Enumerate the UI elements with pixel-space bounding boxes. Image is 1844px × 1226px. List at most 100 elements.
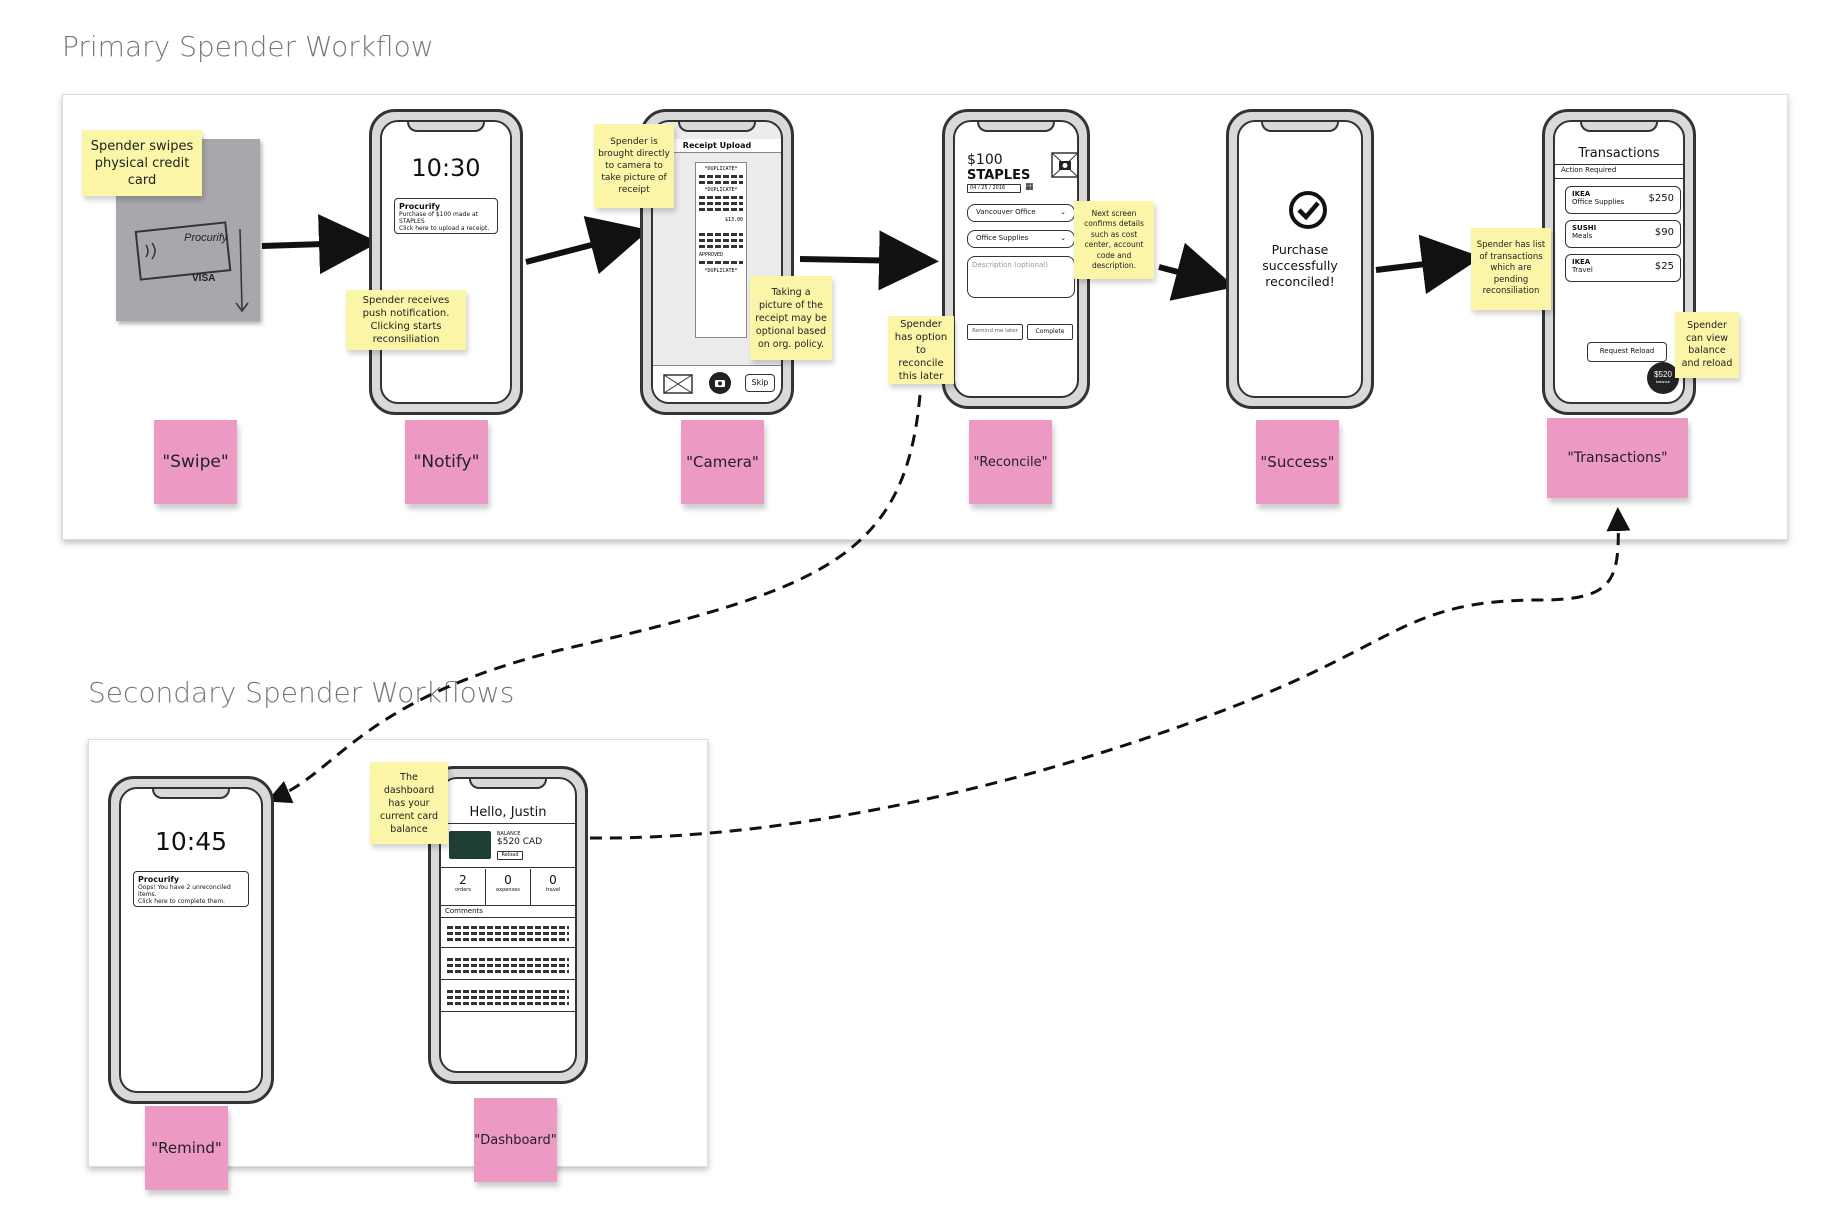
- success-message: Purchase successfully reconciled!: [1262, 242, 1338, 289]
- add-photo-icon[interactable]: [1051, 152, 1079, 178]
- dashed-dashboard-to-transactions: [589, 507, 1631, 840]
- arrow-camera-to-reconcile: [799, 230, 939, 291]
- category-select-value: Office Supplies: [976, 234, 1029, 242]
- dashboard-greeting: Hello, Justin: [469, 805, 547, 820]
- balance-bubble-amount: $520: [1654, 370, 1672, 379]
- receipt-dup1: *DUPLICATE*: [704, 166, 738, 172]
- camera-top-sticky-note: Spender is brought directly to camera to…: [594, 124, 674, 208]
- camera-title: Receipt Upload: [653, 139, 781, 153]
- complete-button[interactable]: Complete: [1027, 324, 1073, 340]
- office-chevron-down-icon: ⌄: [1060, 208, 1066, 216]
- camera-bottom-sticky-note: Taking a picture of the receipt may be o…: [750, 276, 832, 360]
- checkmark-circle-icon: [1289, 191, 1327, 229]
- notify-app-name: Procurify: [399, 202, 441, 211]
- remind-later-button[interactable]: Remind me later: [967, 324, 1023, 340]
- notify-label: "Notify": [405, 420, 488, 504]
- stat-travel[interactable]: 0 travel: [531, 869, 575, 905]
- notify-notification[interactable]: Procurify Purchase of $100 made at STAPL…: [394, 198, 498, 234]
- secondary-workflow-title: Secondary Spender Workflows: [88, 676, 515, 709]
- transactions-right-sticky-note: Spender can view balance and reload: [1675, 312, 1739, 378]
- transaction-item[interactable]: SUSHI Meals $90: [1565, 220, 1681, 248]
- dashboard-reload-button[interactable]: Reload: [497, 851, 523, 860]
- arrow-success-to-transactions: [1375, 234, 1482, 295]
- stat-value: 0: [549, 873, 557, 887]
- capture-camera-icon[interactable]: [709, 372, 731, 394]
- dashboard-stats: 2 orders 0 expenses 0 travel: [441, 869, 575, 905]
- receipt-dup3: *DUPLICATE*: [704, 268, 738, 274]
- comment-item: [447, 955, 569, 976]
- dashed-reconcile-to-remind: [266, 394, 922, 804]
- skip-button[interactable]: Skip: [745, 374, 775, 392]
- credit-card-sketch-icon: Procurify VISA: [134, 221, 249, 313]
- dashboard-label: "Dashboard": [474, 1098, 557, 1182]
- dashboard-phone: Hello, Justin BALANCE $520 CAD Reload 2 …: [428, 766, 588, 1084]
- transactions-subtitle: Action Required: [1561, 166, 1617, 174]
- receipt-approved: APPROVED: [699, 252, 724, 258]
- arrow-swipe-to-notify: [261, 214, 379, 275]
- receipt-dup2: *DUPLICATE*: [704, 187, 738, 193]
- category-chevron-down-icon: ⌄: [1060, 234, 1066, 242]
- card-network-text: VISA: [192, 273, 215, 284]
- remind-notification[interactable]: Procurify Oops! You have 2 unreconciled …: [133, 871, 249, 907]
- primary-workflow-title: Primary Spender Workflow: [62, 30, 434, 63]
- gallery-image-icon[interactable]: [663, 374, 693, 394]
- arrow-notify-to-camera: [525, 216, 650, 275]
- stat-orders[interactable]: 2 orders: [441, 869, 486, 905]
- remind-time: 10:45: [154, 827, 228, 856]
- transaction-vendor: IKEA: [1572, 190, 1591, 198]
- transaction-vendor: SUSHI: [1572, 224, 1597, 232]
- notify-sticky-note: Spender receives push notification. Clic…: [346, 290, 466, 350]
- reconcile-date-field[interactable]: 04 / 25 / 2016: [967, 184, 1021, 193]
- notify-line2: Click here to upload a receipt.: [399, 225, 490, 232]
- reconcile-vendor: STAPLES: [967, 168, 1031, 183]
- transaction-item[interactable]: IKEA Office Supplies $250: [1565, 186, 1681, 214]
- remind-phone: 10:45 Procurify Oops! You have 2 unrecon…: [108, 776, 274, 1104]
- card-thumbnail: [449, 831, 491, 859]
- receipt-image: *DUPLICATE* *DUPLICATE* $13.00 APPROVED …: [695, 162, 747, 338]
- stat-value: 0: [504, 873, 512, 887]
- notify-time: 10:30: [411, 154, 481, 182]
- transaction-category: Meals: [1572, 232, 1593, 240]
- comment-item: [447, 987, 569, 1008]
- notify-phone: 10:30 Procurify Purchase of $100 made at…: [369, 109, 523, 415]
- stat-label: travel: [545, 887, 561, 893]
- camera-label: "Camera": [681, 420, 764, 504]
- reconcile-phone: $100 STAPLES 04 / 25 / 2016 ▦ Vancouver …: [942, 109, 1090, 409]
- transaction-category: Travel: [1572, 266, 1593, 274]
- transaction-amount: $250: [1648, 193, 1674, 204]
- dashboard-sticky-note: The dashboard has your current card bala…: [370, 762, 448, 844]
- transactions-title: Transactions: [1578, 146, 1660, 161]
- receipt-total: $13.00: [724, 217, 743, 223]
- reconcile-right-sticky-note: Next screen confirms details such as cos…: [1074, 201, 1154, 279]
- remind-line1: Oops! You have 2 unreconciled items.: [138, 884, 231, 898]
- balance-bubble[interactable]: $520 balance: [1647, 362, 1679, 394]
- transaction-item[interactable]: IKEA Travel $25: [1565, 254, 1681, 282]
- transactions-phone: Transactions Action Required IKEA Office…: [1542, 109, 1696, 415]
- category-select[interactable]: Office Supplies ⌄: [967, 230, 1075, 248]
- description-input[interactable]: Description (optional): [967, 256, 1075, 298]
- transaction-category: Office Supplies: [1572, 198, 1625, 206]
- calendar-icon[interactable]: ▦: [1025, 182, 1034, 192]
- office-select-value: Vancouver Office: [976, 208, 1036, 216]
- office-select[interactable]: Vancouver Office ⌄: [967, 204, 1075, 222]
- comments-title: Comments: [445, 907, 483, 915]
- transactions-left-sticky-note: Spender has list of transactions which a…: [1471, 228, 1551, 310]
- camera-phone: Receipt Upload *DUPLICATE* *DUPLICATE* $…: [640, 109, 794, 415]
- camera-toolbar: Skip: [653, 365, 781, 402]
- remind-label: "Remind": [145, 1106, 228, 1190]
- request-reload-button[interactable]: Request Reload: [1587, 342, 1667, 362]
- transaction-amount: $90: [1654, 227, 1674, 238]
- transaction-vendor: IKEA: [1572, 258, 1591, 266]
- reconcile-amount: $100: [967, 152, 1003, 168]
- success-phone: Purchase successfully reconciled!: [1226, 109, 1374, 409]
- card-brand-text: Procurify: [184, 232, 229, 244]
- notify-line1: Purchase of $100 made at STAPLES: [399, 211, 478, 225]
- swipe-sticky-note: Spender swipes physical credit card: [82, 130, 202, 196]
- arrow-reconcile-to-success: [1158, 242, 1236, 301]
- balance-bubble-sub: balance: [1655, 379, 1670, 384]
- stat-label: orders: [455, 887, 471, 893]
- reconcile-label: "Reconcile": [969, 420, 1052, 504]
- stat-expenses[interactable]: 0 expenses: [486, 869, 531, 905]
- stat-label: expenses: [496, 887, 520, 893]
